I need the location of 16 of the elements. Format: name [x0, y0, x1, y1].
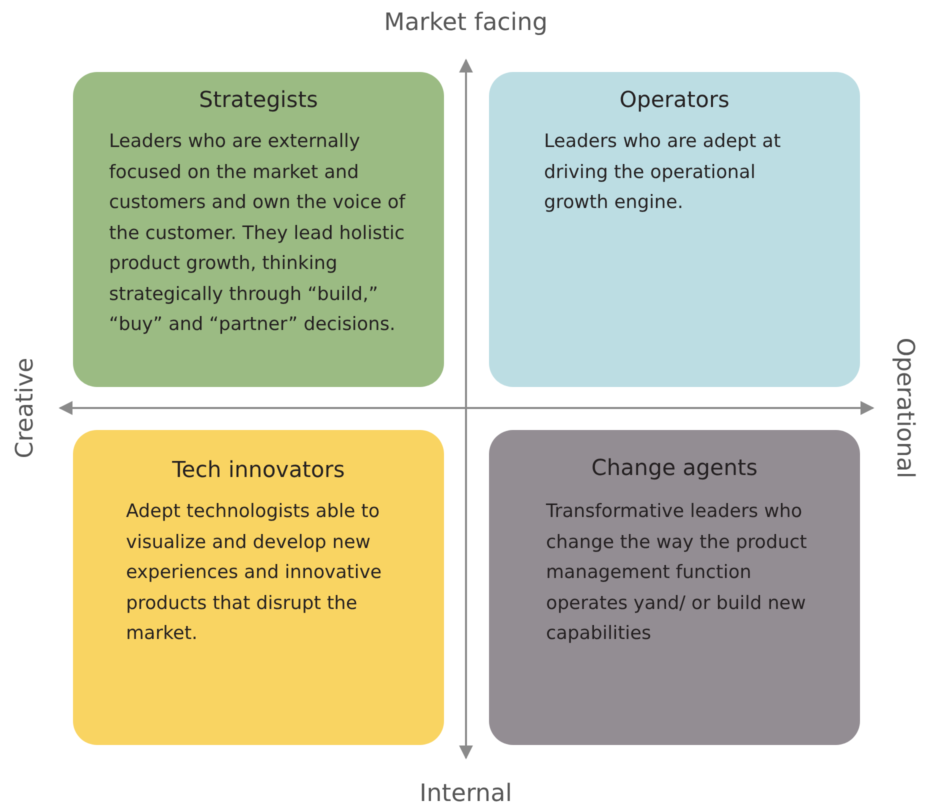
axis-label: Market facing — [384, 8, 548, 36]
quadrant-box — [73, 72, 444, 387]
axis-label: Creative — [10, 358, 38, 458]
quadrant-description: Transformative leaders who change the way the product management function operates yand/ or build new capabilities — [546, 500, 808, 646]
quadrant-description: Adept technologists able to visualize and develop new experiences and innovative products that disrupt the market. — [126, 500, 383, 646]
quadrant-description: Leaders who are externally focused on the market and customers and own the voice of the customer. They lead holistic product growth, thinking strategically through “build,” “buy” and “partner” decisions. — [109, 130, 407, 337]
quadrant-title: Strategists — [199, 88, 318, 113]
quadrant-box — [489, 72, 860, 387]
quadrant-description: Leaders who are adept at driving the operational growth engine. — [544, 130, 782, 215]
quadrant-title: Change agents — [591, 456, 758, 481]
quadrant-box — [489, 430, 860, 745]
quadrant-title: Operators — [620, 88, 730, 113]
quadrant-box — [73, 430, 444, 745]
quadrant-title: Tech innovators — [172, 458, 345, 483]
axis-label: Operational — [890, 338, 919, 478]
axis-label: Internal — [420, 779, 512, 807]
